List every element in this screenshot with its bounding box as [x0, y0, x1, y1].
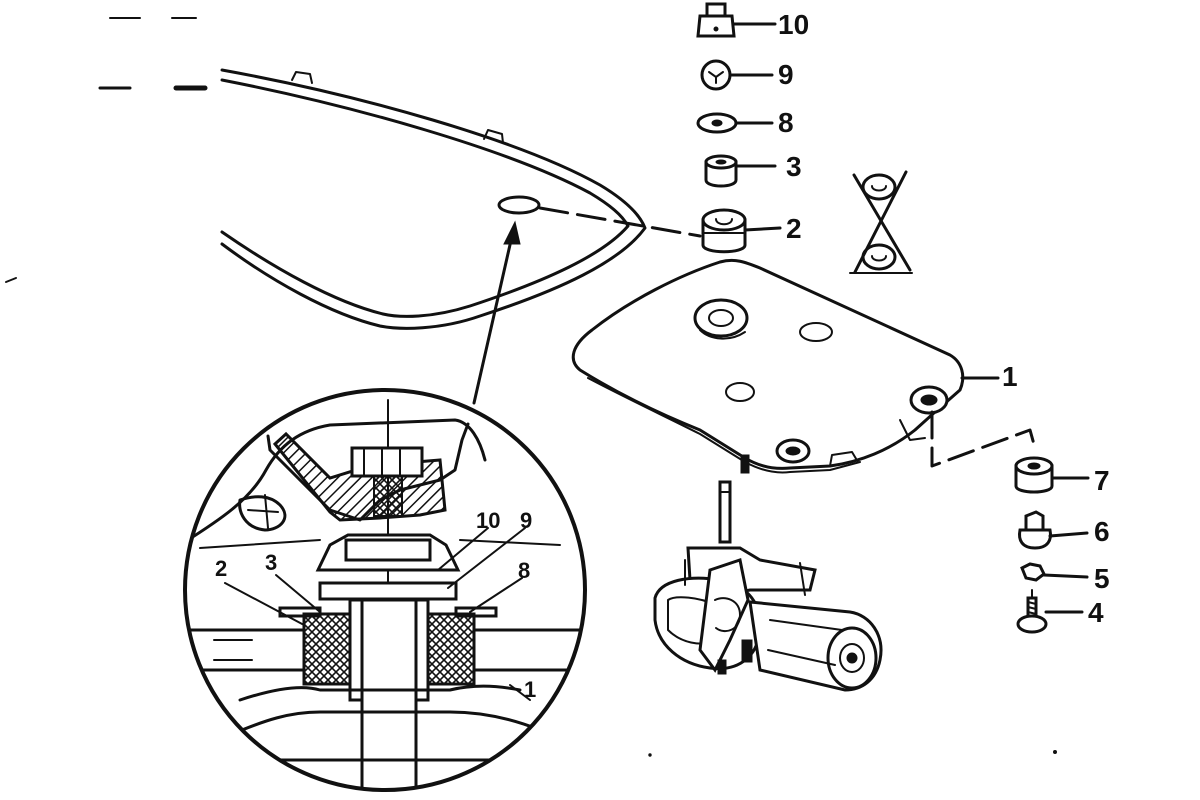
- callout-7: 7: [1094, 465, 1110, 496]
- detail-arrow: [472, 220, 521, 405]
- callout-3: 3: [786, 151, 802, 182]
- detail-label-3: 3: [265, 550, 277, 575]
- part-2-grommet: [701, 208, 782, 254]
- detail-label-2: 2: [215, 556, 227, 581]
- detail-labels: 2 3 10 9 8 1: [215, 508, 536, 702]
- callout-labels: 10 9 8 3 2 1 7 6 5 4: [778, 9, 1110, 628]
- part-10-cap: [696, 2, 777, 38]
- incorrect-part: [849, 170, 913, 274]
- callout-8: 8: [778, 107, 794, 138]
- alignment-line-upper: [538, 206, 702, 238]
- part-5-nut: [1020, 562, 1089, 582]
- part-8-washer: [696, 112, 774, 134]
- callout-9: 9: [778, 59, 794, 90]
- margin-marks: [5, 17, 208, 283]
- callout-5: 5: [1094, 563, 1110, 594]
- callout-6: 6: [1094, 516, 1110, 547]
- callout-4: 4: [1088, 597, 1104, 628]
- mounting-plate: [571, 258, 965, 474]
- detail-leader-lines: [224, 527, 531, 701]
- detail-label-9: 9: [520, 508, 532, 533]
- alignment-line-lower: [930, 410, 1037, 468]
- part-9-nut: [700, 59, 774, 91]
- callout-1: 1: [1002, 361, 1018, 392]
- part-3-bushing: [704, 154, 777, 188]
- detail-label-10: 10: [476, 508, 500, 533]
- part-7-grommet: [1014, 456, 1090, 494]
- section-detail: [183, 388, 587, 792]
- stray-dots: [648, 750, 1057, 757]
- part-6-cap: [1018, 510, 1089, 550]
- detail-label-8: 8: [518, 558, 530, 583]
- detail-label-1: 1: [524, 677, 536, 702]
- wiper-motor: [653, 480, 883, 692]
- callout-10: 10: [778, 9, 809, 40]
- body-panel-outline: [220, 68, 647, 330]
- callout-2: 2: [786, 213, 802, 244]
- part-4-screw: [1016, 589, 1084, 634]
